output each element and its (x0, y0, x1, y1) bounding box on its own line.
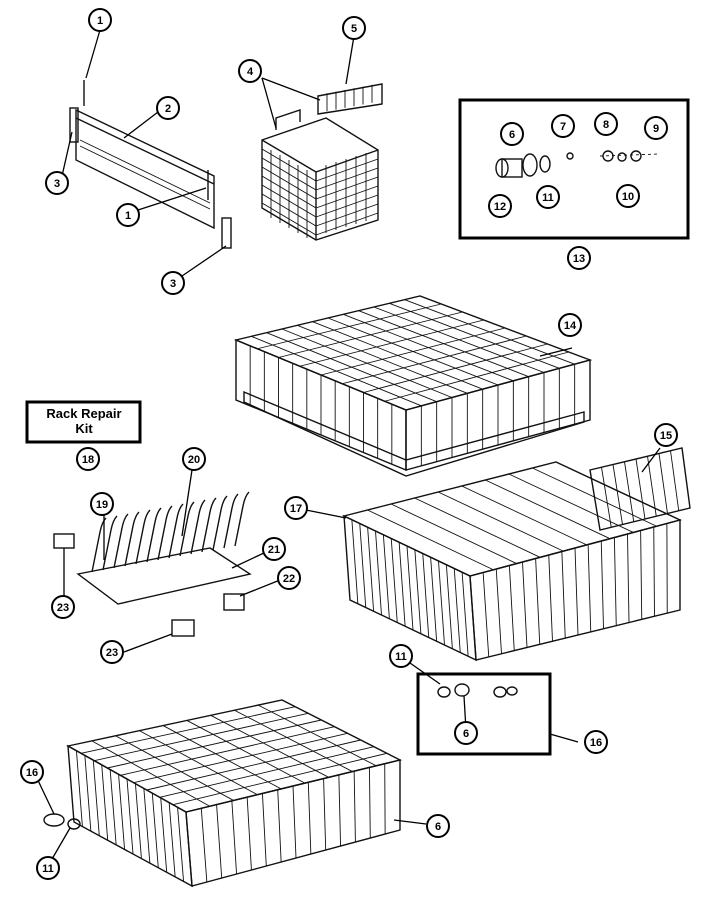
lower-wheel-6 (67, 818, 81, 830)
callout-12: 12 (488, 194, 512, 218)
washer-part-11 (539, 155, 551, 173)
clip-23-bottom (171, 619, 195, 637)
callout-18: 18 (76, 447, 100, 471)
callout-label: 5 (351, 23, 357, 35)
callout-label: 11 (542, 192, 554, 204)
lower-rack (43, 699, 403, 888)
callout-7: 7 (551, 114, 575, 138)
callout-1: 1 (88, 8, 112, 32)
callout-11: 11 (389, 644, 413, 668)
clip-23-left (53, 533, 75, 549)
callout-22: 22 (277, 566, 301, 590)
callout-label: 2 (165, 103, 171, 115)
callout-6: 6 (500, 122, 524, 146)
callout-label: 4 (247, 66, 254, 78)
callout-2: 2 (156, 96, 180, 120)
callout-label: 15 (660, 430, 672, 442)
callout-label: 11 (42, 863, 54, 875)
callout-label: 7 (560, 121, 566, 133)
callout-label: 1 (125, 210, 131, 222)
callout-label: 6 (435, 821, 441, 833)
callout-3: 3 (45, 171, 69, 195)
callout-23: 23 (51, 595, 75, 619)
callout-label: 17 (290, 503, 302, 515)
silverware-basket (261, 83, 383, 241)
callout-14: 14 (558, 313, 582, 337)
callout-13: 13 (567, 246, 591, 270)
callout-label: 18 (82, 454, 94, 466)
callout-label: 19 (96, 499, 108, 511)
nut-part-9 (630, 150, 642, 162)
clip-22 (223, 593, 245, 611)
callout-label: 13 (573, 253, 585, 265)
callout-6: 6 (426, 814, 450, 838)
callout-8: 8 (594, 112, 618, 136)
callout-label: 12 (494, 201, 506, 213)
kit-line1: Rack Repair (46, 406, 121, 421)
callout-label: 16 (26, 767, 38, 779)
callout-label: 20 (188, 454, 200, 466)
callout-4: 4 (238, 59, 262, 83)
callout-3: 3 (161, 271, 185, 295)
callout-11: 11 (36, 856, 60, 880)
callout-15: 15 (654, 423, 678, 447)
callout-20: 20 (182, 447, 206, 471)
box16-parts (437, 683, 518, 698)
callout-19: 19 (90, 492, 114, 516)
hardware-detail-box-16 (416, 672, 552, 756)
callout-11: 11 (536, 185, 560, 209)
callout-9: 9 (644, 116, 668, 140)
callout-label: 23 (106, 647, 118, 659)
leader-lines (33, 29, 661, 867)
wheel-part-6 (522, 153, 538, 177)
callout-10: 10 (616, 184, 640, 208)
callout-label: 8 (603, 119, 609, 131)
upper-rack (233, 295, 593, 477)
callout-17: 17 (284, 496, 308, 520)
callout-label: 1 (97, 15, 103, 27)
callout-21: 21 (262, 537, 286, 561)
lower-roller-11 (43, 813, 65, 827)
callout-label: 6 (463, 728, 469, 740)
basket-lid (317, 83, 383, 115)
rack-slide-rail (69, 80, 232, 249)
rail-end-cap-left (69, 107, 79, 143)
washer-part-10 (617, 152, 627, 162)
hardware-detail-box (458, 98, 690, 240)
pin-part-7 (566, 152, 574, 160)
callout-23: 23 (100, 640, 124, 664)
callout-6: 6 (454, 721, 478, 745)
callout-label: 6 (509, 129, 515, 141)
middle-rack (341, 447, 691, 662)
hardware-parts (495, 150, 661, 178)
basket-handle (275, 109, 301, 130)
callout-label: 23 (57, 602, 69, 614)
callout-label: 16 (590, 737, 602, 749)
callout-label: 14 (564, 320, 577, 332)
callout-label: 10 (622, 191, 634, 203)
callout-label: 3 (54, 178, 60, 190)
callout-16: 16 (584, 730, 608, 754)
callout-label: 3 (170, 278, 176, 290)
callout-5: 5 (342, 16, 366, 40)
callout-16: 16 (20, 760, 44, 784)
rack-flap-15 (589, 447, 691, 531)
callout-label: 22 (283, 573, 295, 585)
tine-assembly (53, 491, 252, 637)
callout-1: 1 (116, 203, 140, 227)
callout-label: 11 (395, 651, 407, 663)
callout-label: 21 (268, 544, 280, 556)
callout-label: 9 (653, 123, 659, 135)
rail-end-cap-right (221, 217, 232, 249)
rack-repair-kit-box (25, 400, 142, 444)
kit-line2: Kit (75, 421, 93, 436)
